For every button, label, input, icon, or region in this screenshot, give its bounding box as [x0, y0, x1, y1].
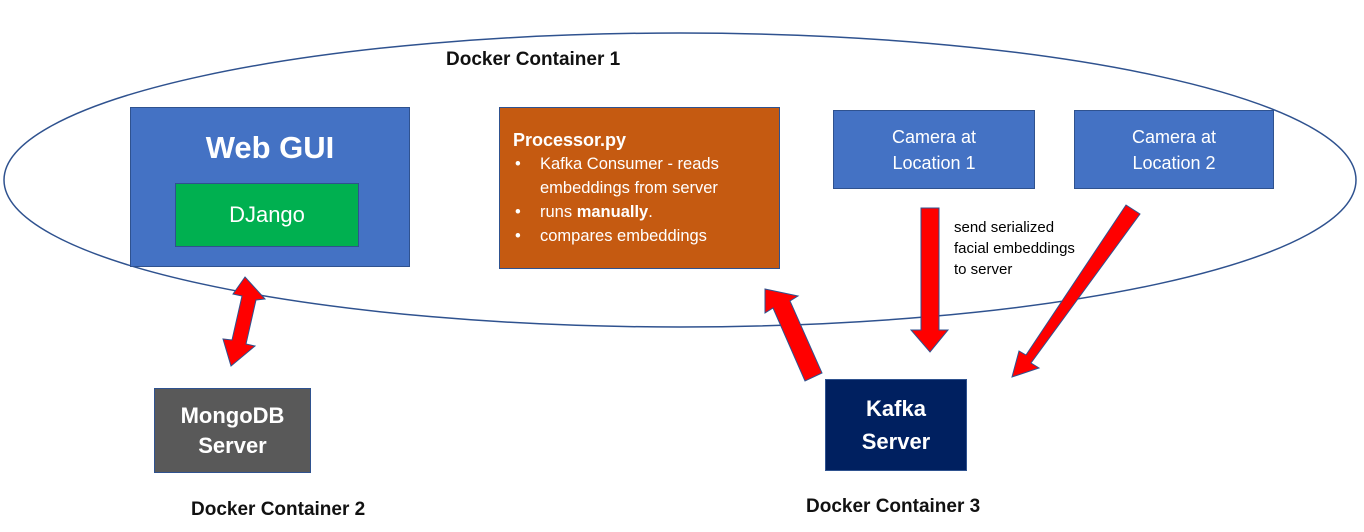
arrow-camera2-kafka	[1011, 204, 1141, 378]
annotation-line1: send serialized	[954, 219, 1055, 236]
annotation-line3: to server	[954, 261, 1013, 278]
processor-box: Processor.py Kafka Consumer - reads embe…	[499, 107, 780, 269]
container2-label: Docker Container 2	[191, 499, 366, 520]
kafka-line1: Kafka	[866, 396, 926, 421]
kafka-server-box: Kafka Server	[825, 379, 967, 471]
processor-title: Processor.py	[513, 130, 627, 150]
django-label: DJango	[229, 202, 305, 227]
container1-label: Docker Container 1	[446, 49, 621, 70]
processor-bullets: Kafka Consumer - reads embeddings from s…	[513, 152, 769, 248]
bullet-text-bold: manually	[576, 203, 649, 221]
web-gui-title: Web GUI	[205, 130, 335, 165]
django-box: DJango	[175, 183, 359, 247]
camera-2-line1: Camera at	[1131, 126, 1217, 147]
processor-bullet-consumer: Kafka Consumer - reads embeddings from s…	[513, 152, 769, 200]
mongodb-server-box: MongoDB Server	[154, 388, 311, 473]
camera-2-line2: Location 2	[1132, 152, 1216, 173]
mongodb-line1: MongoDB	[180, 402, 285, 428]
arrow-kafka-processor	[764, 288, 823, 382]
bullet-text-prefix: runs	[540, 203, 577, 221]
kafka-line2: Server	[861, 429, 931, 454]
mongodb-line2: Server	[198, 432, 267, 458]
annotation-line2: facial embeddings	[954, 240, 1075, 257]
camera-location-1-box: Camera at Location 1	[833, 110, 1035, 189]
arrow-camera1-kafka	[909, 207, 950, 353]
bullet-text: Kafka Consumer - reads embeddings from s…	[540, 155, 719, 197]
camera-1-line2: Location 1	[892, 152, 976, 173]
container3-label: Docker Container 3	[806, 496, 981, 517]
send-embeddings-annotation: send serialized facial embeddings to ser…	[954, 217, 1075, 280]
processor-bullet-compare: compares embeddings	[513, 224, 769, 248]
camera-1-line1: Camera at	[891, 126, 977, 147]
bullet-text-suffix: .	[648, 203, 653, 221]
bullet-text: compares embeddings	[540, 227, 707, 245]
camera-location-2-box: Camera at Location 2	[1074, 110, 1274, 189]
arrow-webgui-mongodb	[222, 276, 267, 367]
processor-bullet-manual: runs manually.	[513, 200, 769, 224]
